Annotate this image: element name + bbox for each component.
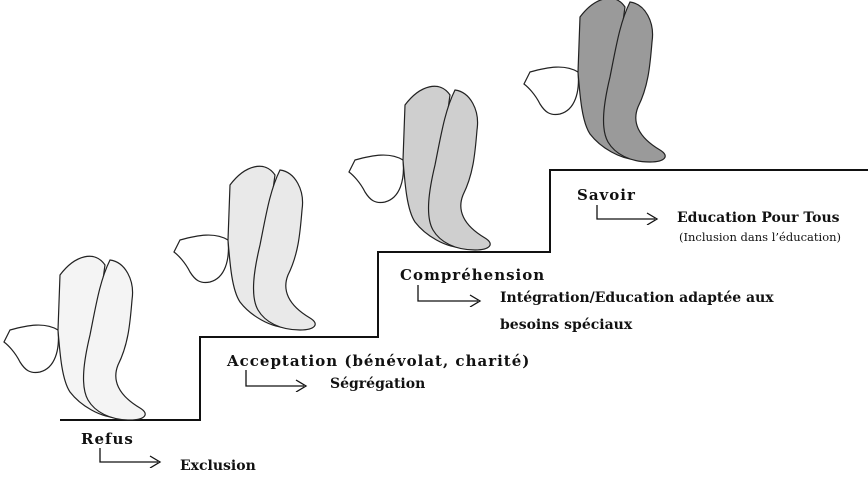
raised-foot [4,325,58,372]
raised-foot [349,155,403,202]
arrow-icon [595,205,667,225]
leg-pair-2 [174,166,315,330]
leg-pair-1 [4,256,145,420]
leg-pair-3 [349,86,490,250]
raised-foot [174,235,228,282]
outcome-inclusion-note: (Inclusion dans l’éducation) [679,230,841,244]
arrow-icon [244,370,314,392]
raised-foot [524,67,578,114]
outcome-integration-line1: Intégration/Education adaptée aux [500,290,774,306]
step-acceptation-label: Acceptation (bénévolat, charité) [227,352,530,370]
step-savoir-label: Savoir [577,186,636,204]
outcome-exclusion: Exclusion [180,458,256,474]
outcome-segregation: Ségrégation [330,376,425,392]
leg-pair-4 [524,0,665,162]
step-comprehension-label: Compréhension [400,266,545,284]
outcome-education-pour-tous: Education Pour Tous [677,210,840,226]
arrow-icon [98,448,168,468]
outcome-integration-line2: besoins spéciaux [500,317,632,333]
arrow-icon [416,285,488,307]
step-refus-label: Refus [81,430,134,448]
